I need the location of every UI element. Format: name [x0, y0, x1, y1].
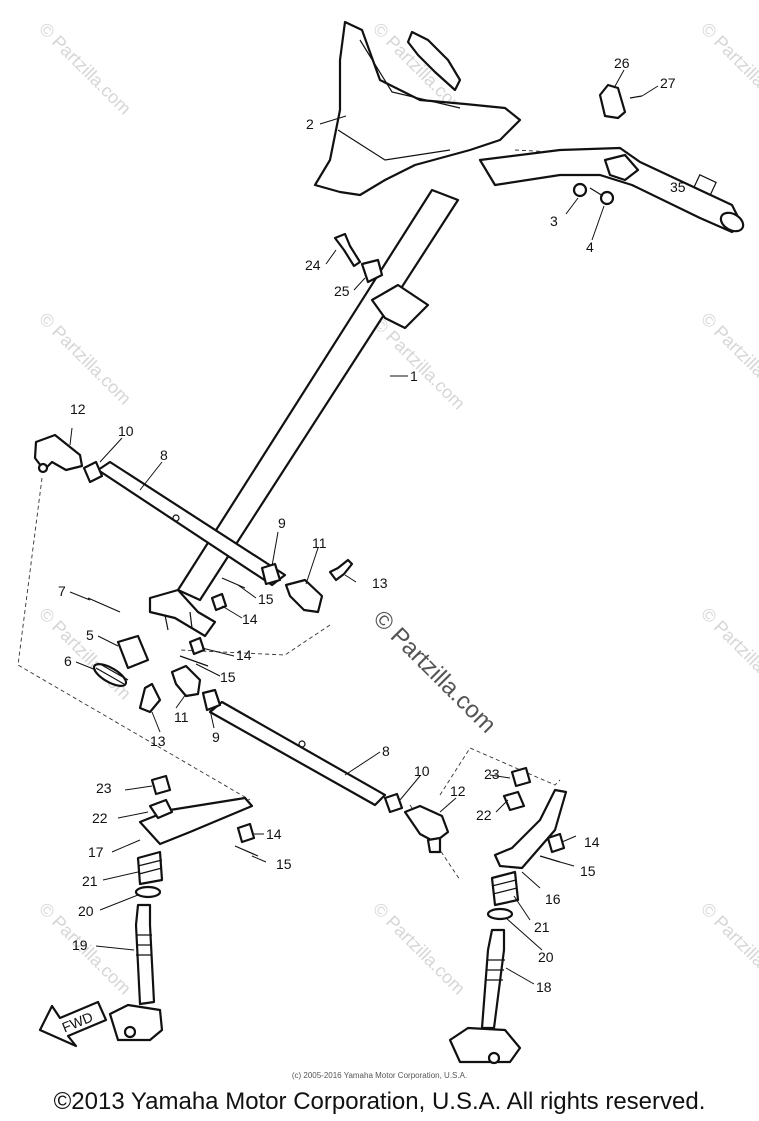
watermark: © Partzilla.com [35, 604, 135, 704]
clamp-bolt [333, 232, 384, 284]
callout-10a: 10 [118, 423, 134, 439]
fwd-arrow: FWD [38, 1000, 108, 1048]
callout-5: 5 [86, 627, 94, 643]
watermark: © Partzilla.com [35, 309, 135, 409]
cotter-pin [179, 577, 561, 863]
nut [188, 592, 566, 854]
callout-8b: 8 [382, 743, 390, 759]
locknut [82, 460, 404, 814]
callout-4: 4 [586, 239, 594, 255]
watermark-large: © Partzilla.com [368, 605, 501, 738]
callout-24: 24 [305, 257, 321, 273]
leader-lines [69, 69, 659, 985]
tie-rod-upper [96, 460, 287, 587]
callout-20b: 20 [538, 949, 554, 965]
watermark: © Partzilla.com [697, 309, 759, 409]
callout-14b: 14 [236, 647, 252, 663]
copyright-footer: ©2013 Yamaha Motor Corporation, U.S.A. A… [53, 1088, 706, 1115]
callout-1: 1 [410, 368, 418, 384]
callout-15a: 15 [258, 591, 274, 607]
tie-rod-end-upper [33, 433, 84, 474]
callout-18: 18 [536, 979, 552, 995]
callout-labels: 1 2 3 4 5 6 7 8 8 9 9 10 10 11 11 12 12 … [58, 55, 676, 995]
handlebar-cover [313, 20, 522, 197]
watermark: © Partzilla.com [369, 314, 469, 414]
callout-11b: 11 [174, 709, 189, 725]
callout-7: 7 [58, 583, 66, 599]
callout-12a: 12 [70, 401, 86, 417]
callout-14d: 14 [584, 834, 600, 850]
ski-column-left [108, 903, 164, 1042]
callout-6: 6 [64, 653, 72, 669]
steering-column [148, 188, 460, 638]
image-credit: (c) 2005-2016 Yamaha Motor Corporation, … [291, 1071, 468, 1080]
callout-26: 26 [614, 55, 630, 71]
throttle-lever [598, 83, 643, 120]
watermark: © Partzilla.com [697, 604, 759, 704]
callout-22b: 22 [476, 807, 492, 823]
callout-21b: 21 [534, 919, 550, 935]
callout-14a: 14 [242, 611, 258, 627]
callout-3: 3 [550, 213, 558, 229]
callout-19: 19 [72, 937, 88, 953]
callout-2: 2 [306, 116, 314, 132]
callout-11a: 11 [312, 535, 327, 551]
callout-15b: 15 [220, 669, 236, 685]
callout-20a: 20 [78, 903, 94, 919]
callout-8a: 8 [160, 447, 168, 463]
callout-14c: 14 [266, 826, 282, 842]
callout-9b: 9 [212, 729, 220, 745]
tie-rod-nut [201, 562, 282, 712]
callout-13a: 13 [372, 575, 388, 591]
callout-15c: 15 [276, 856, 292, 872]
watermark: © Partzilla.com [35, 19, 135, 119]
watermark: © Partzilla.com [369, 899, 469, 999]
tie-rod-end-lower [403, 804, 450, 854]
watermark: © Partzilla.com [697, 899, 759, 999]
bolt [138, 558, 354, 714]
steering-collar [87, 597, 150, 687]
steering-arm-right [493, 766, 568, 870]
steering-arm-left [138, 774, 254, 846]
pivot-bolt [572, 182, 615, 206]
callout-16: 16 [545, 891, 561, 907]
callout-17: 17 [88, 844, 104, 860]
watermark: © Partzilla.com [697, 19, 759, 119]
callout-22a: 22 [92, 810, 108, 826]
callout-21a: 21 [82, 873, 98, 889]
callout-23b: 23 [484, 766, 500, 782]
callout-13b: 13 [150, 733, 166, 749]
callout-23a: 23 [96, 780, 112, 796]
callout-9a: 9 [278, 515, 286, 531]
callout-25: 25 [334, 283, 350, 299]
spring-washer [134, 850, 520, 921]
ski-column-right [448, 928, 522, 1065]
handlebar: 35 [406, 30, 745, 234]
tie-rod-lower [208, 700, 387, 807]
rod-end [170, 578, 324, 698]
callout-10b: 10 [414, 763, 430, 779]
handlebar-mark: 35 [670, 179, 686, 195]
callout-12b: 12 [450, 783, 466, 799]
callout-15d: 15 [580, 863, 596, 879]
callout-27: 27 [660, 75, 676, 91]
